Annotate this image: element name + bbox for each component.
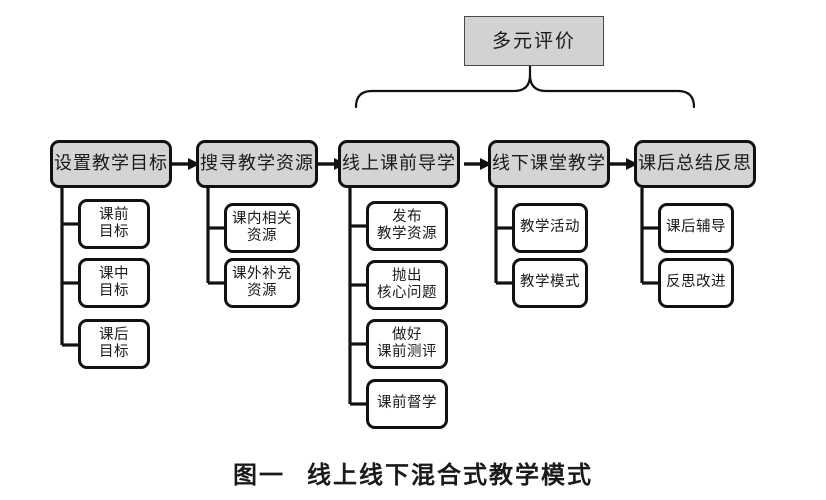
branch-lines-stage-4 [494,188,512,285]
branch-lines-stage-1 [60,188,78,347]
sub-box-5-1[interactable]: 课后辅导 [658,203,734,253]
evaluation-box[interactable]: 多元评价 [464,16,604,66]
stage-box-2[interactable]: 搜寻教学资源 [196,140,318,188]
sub-box-3-4[interactable]: 课前督学 [366,379,448,429]
sub-box-4-2[interactable]: 教学模式 [512,258,588,308]
sub-box-4-1[interactable]: 教学活动 [512,203,588,253]
branch-lines-stage-5 [640,188,658,285]
sub-box-2-2[interactable]: 课外补充 资源 [224,258,300,308]
sub-box-1-2[interactable]: 课中 目标 [78,258,150,308]
evaluation-brace [354,74,696,109]
sub-box-2-1[interactable]: 课内相关 资源 [224,203,300,253]
sub-box-5-2[interactable]: 反思改进 [658,258,734,308]
stage-box-5[interactable]: 课后总结反思 [634,140,756,188]
figure-caption: 图一线上线下混合式教学模式 [0,455,826,490]
branch-lines-stage-3 [348,188,366,406]
branch-lines-stage-2 [206,188,224,285]
stage-box-1[interactable]: 设置教学目标 [50,140,172,188]
sub-box-3-1[interactable]: 发布 教学资源 [366,201,448,251]
sub-box-3-3[interactable]: 做好 课前测评 [366,319,448,369]
stage-box-4[interactable]: 线下课堂教学 [488,140,610,188]
stage-box-3[interactable]: 线上课前导学 [338,140,460,188]
caption-title: 线上线下混合式教学模式 [307,460,593,489]
sub-box-3-2[interactable]: 抛出 核心问题 [366,260,448,310]
sub-box-1-3[interactable]: 课后 目标 [78,319,150,369]
caption-label: 图一 [233,460,285,489]
sub-box-1-1[interactable]: 课前 目标 [78,199,150,249]
